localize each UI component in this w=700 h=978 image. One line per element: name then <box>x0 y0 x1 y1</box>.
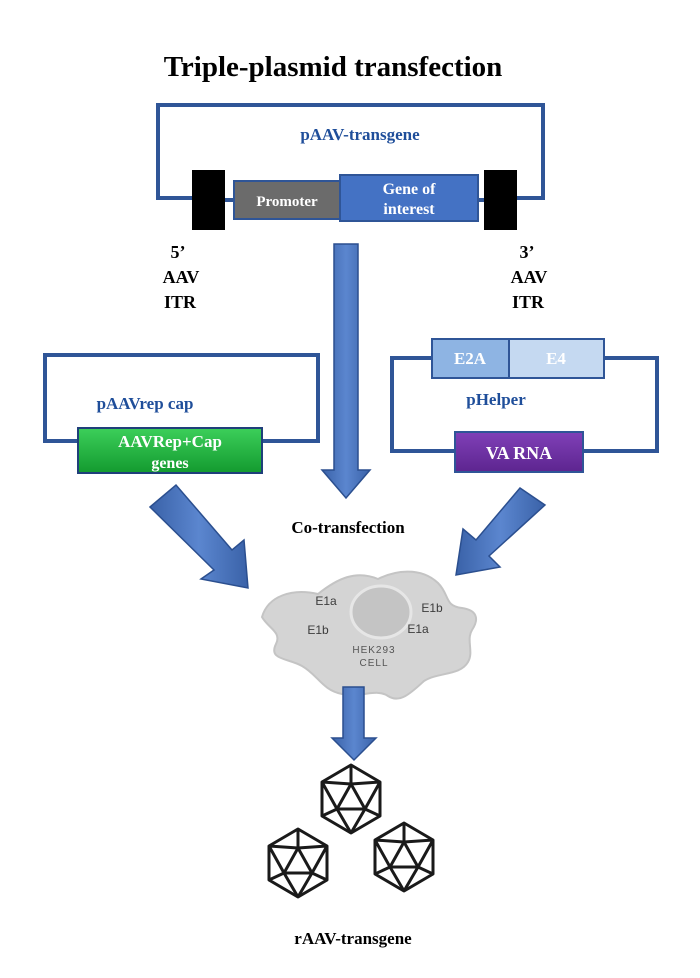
cell-e1b-right-label: E1b <box>421 601 443 615</box>
repcap-to-cell-arrow <box>148 483 249 589</box>
virion-bottom-right <box>373 821 435 893</box>
cell-name-line2: CELL <box>359 658 388 669</box>
e4-label: E4 <box>546 349 566 368</box>
itr-3-label-itr: ITR <box>512 292 545 312</box>
promoter-block <box>233 180 341 220</box>
pHelper-backbone <box>390 356 659 453</box>
transgene-down-arrow <box>320 243 372 500</box>
cell-to-virion-arrow <box>330 686 378 762</box>
e2a-label: E2A <box>454 349 487 368</box>
gene-of-interest-block <box>339 174 479 222</box>
va-rna-label: VA RNA <box>486 443 552 463</box>
pAAV-transgene-label: pAAV-transgene <box>300 125 420 144</box>
pAAVrepcap-backbone <box>43 353 320 443</box>
pAAV-transgene-backbone <box>156 103 545 200</box>
itr-3-block <box>484 170 517 230</box>
rep-cap-genes-label-line1: AAVRep+Cap <box>118 432 222 451</box>
itr-5-label-aav: AAV <box>163 267 200 287</box>
pHelper-label: pHelper <box>466 390 526 409</box>
gene-of-interest-label-line2: interest <box>383 201 435 218</box>
pHelper-plasmid: E2A E4 pHelper VA RNA <box>390 338 659 473</box>
hek293-cell: E1a E1b E1b E1a HEK293 CELL <box>260 570 478 700</box>
cell-name-line1: HEK293 <box>352 645 395 656</box>
diagram-title: Triple-plasmid transfection <box>164 51 503 83</box>
cell-e1a-left-label: E1a <box>315 594 337 608</box>
e2a-block <box>431 338 510 379</box>
cell-nucleus <box>349 584 413 640</box>
cell-e1a-right-label: E1a <box>407 622 429 636</box>
cell-e1b-left-label: E1b <box>307 623 329 637</box>
itr-3-label-aav: AAV <box>511 267 548 287</box>
pAAVrepcap-plasmid: pAAVrep cap AAVRep+Cap genes <box>43 353 320 474</box>
promoter-label: Promoter <box>256 194 318 210</box>
rep-cap-genes-block <box>77 427 263 474</box>
itr-5-label-prime: 5’ <box>171 242 186 262</box>
pAAVrepcap-label: pAAVrep cap <box>97 394 194 413</box>
va-rna-block <box>454 431 584 473</box>
itr-5-block <box>192 170 225 230</box>
product-label: rAAV-transgene <box>294 929 412 948</box>
pAAV-transgene-plasmid: pAAV-transgene Promoter Gene of interest… <box>156 103 548 312</box>
cotransfection-label: Co-transfection <box>291 518 405 537</box>
virion-bottom-left <box>267 827 329 899</box>
e4-block <box>508 338 605 379</box>
helper-to-cell-arrow <box>455 487 547 576</box>
itr-5-label-itr: ITR <box>164 292 197 312</box>
virion-top <box>320 763 382 835</box>
gene-of-interest-label-line1: Gene of <box>383 181 437 198</box>
rep-cap-genes-label-line2: genes <box>151 455 188 472</box>
itr-3-label-prime: 3’ <box>520 242 535 262</box>
